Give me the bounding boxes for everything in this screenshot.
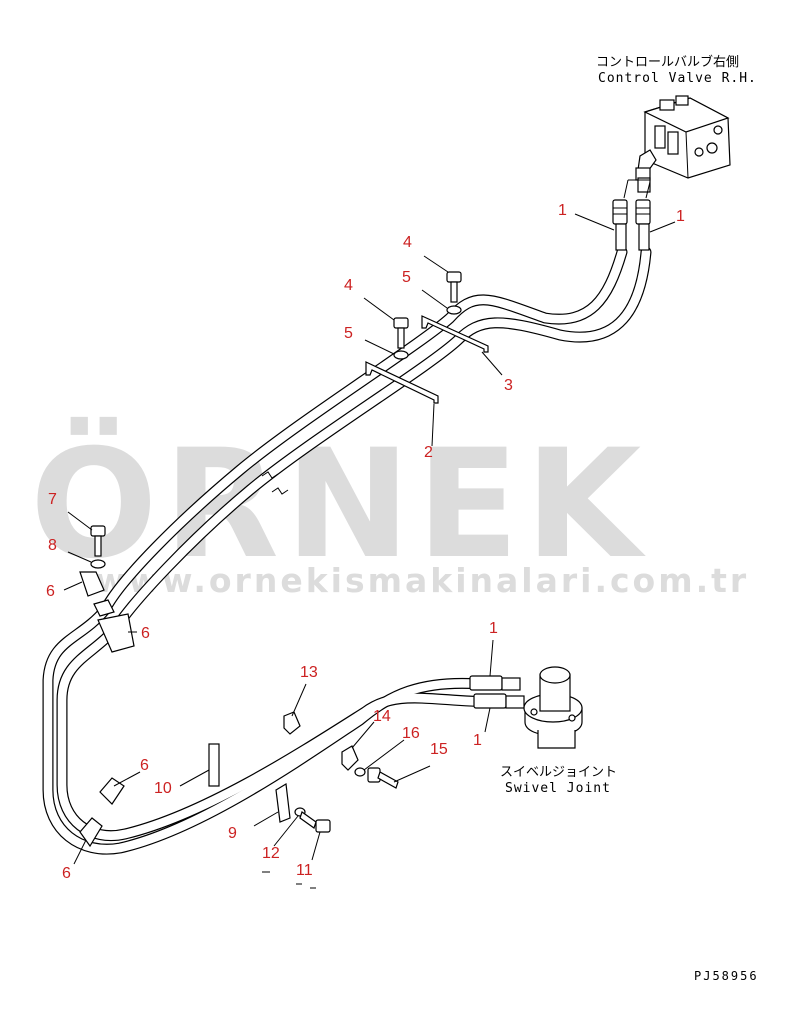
hose-fitting-top-left-icon <box>612 199 628 251</box>
callout-washer-12: 12 <box>262 845 280 862</box>
swivel-joint-caption-en: Swivel Joint <box>505 781 611 796</box>
callout-clamp-left-b: 6 <box>141 625 150 642</box>
callout-clamp-bottom-a: 6 <box>140 757 149 774</box>
callout-plate-10: 10 <box>154 780 172 797</box>
clip-9-icon <box>275 783 291 823</box>
clip-13-icon <box>283 711 301 735</box>
callout-washer-16: 16 <box>402 725 420 742</box>
bolt-upper-icon <box>446 271 462 303</box>
bolt-lower-icon <box>393 317 409 349</box>
watermark-brand: ÖRNEK <box>30 416 647 592</box>
callout-washer-left: 8 <box>48 537 57 554</box>
callout-hose-top-right: 1 <box>676 208 685 225</box>
hose-fitting-top-right-icon <box>635 199 651 251</box>
callout-bracket-lower: 2 <box>424 444 433 461</box>
washer-left-icon <box>90 559 106 569</box>
callout-hose-top-left: 1 <box>558 202 567 219</box>
clamp-left-b-icon <box>97 613 135 653</box>
clamp-bottom-a-icon <box>99 777 125 805</box>
callout-clip-13: 13 <box>300 664 318 681</box>
callout-clamp-bottom-b: 6 <box>62 865 71 882</box>
callout-clip-14: 14 <box>373 708 391 725</box>
control-valve-caption-jp: コントロールバルブ右側 <box>596 54 739 70</box>
hose-fitting-swivel-top-icon <box>469 675 521 691</box>
swivel-joint-caption-jp: スイベルジョイント <box>500 765 617 780</box>
bolt-11-icon <box>299 811 331 833</box>
callout-clip-9: 9 <box>228 825 237 842</box>
plate-10-icon <box>208 743 220 787</box>
swivel-joint-icon <box>523 666 583 749</box>
callouts: 1 1 4 5 4 5 3 2 7 8 6 6 1 1 13 14 16 15 … <box>46 202 685 882</box>
washer-lower-icon <box>393 350 409 360</box>
clip-14-icon <box>341 745 359 771</box>
watermark-url: www.ornekismakinalari.com.tr <box>95 561 749 600</box>
leader-lines <box>63 213 676 865</box>
callout-bolt-lower: 4 <box>344 277 353 294</box>
control-valve-caption-en: Control Valve R.H. <box>598 71 757 86</box>
drawing-code: PJ58956 <box>694 969 759 983</box>
bracket-lower-icon <box>365 361 439 404</box>
clamp-pipe-left-icon <box>93 599 115 617</box>
hose-fitting-swivel-bottom-icon <box>473 693 525 709</box>
callout-washer-upper: 5 <box>402 269 411 286</box>
bolt-15-icon <box>367 767 399 789</box>
clamp-left-a-icon <box>79 571 105 597</box>
callout-washer-lower: 5 <box>344 325 353 342</box>
callout-bracket-upper: 3 <box>504 377 513 394</box>
watermark: ÖRNEK www.ornekismakinalari.com.tr <box>30 416 749 600</box>
callout-bolt-11: 11 <box>296 862 313 879</box>
callout-hose-swivel-top: 1 <box>489 620 498 637</box>
washer-16-icon <box>354 767 366 777</box>
callout-bolt-left: 7 <box>48 491 57 508</box>
control-valve-icon <box>623 95 731 199</box>
callout-clamp-left-a: 6 <box>46 583 55 600</box>
bracket-upper-icon <box>421 315 489 353</box>
callout-hose-swivel-bottom: 1 <box>473 732 482 749</box>
clamp-bottom-b-icon <box>79 817 103 848</box>
callout-bolt-15: 15 <box>430 741 448 758</box>
bolt-left-icon <box>90 525 106 557</box>
callout-bolt-upper: 4 <box>403 234 412 251</box>
washer-upper-icon <box>446 305 462 315</box>
